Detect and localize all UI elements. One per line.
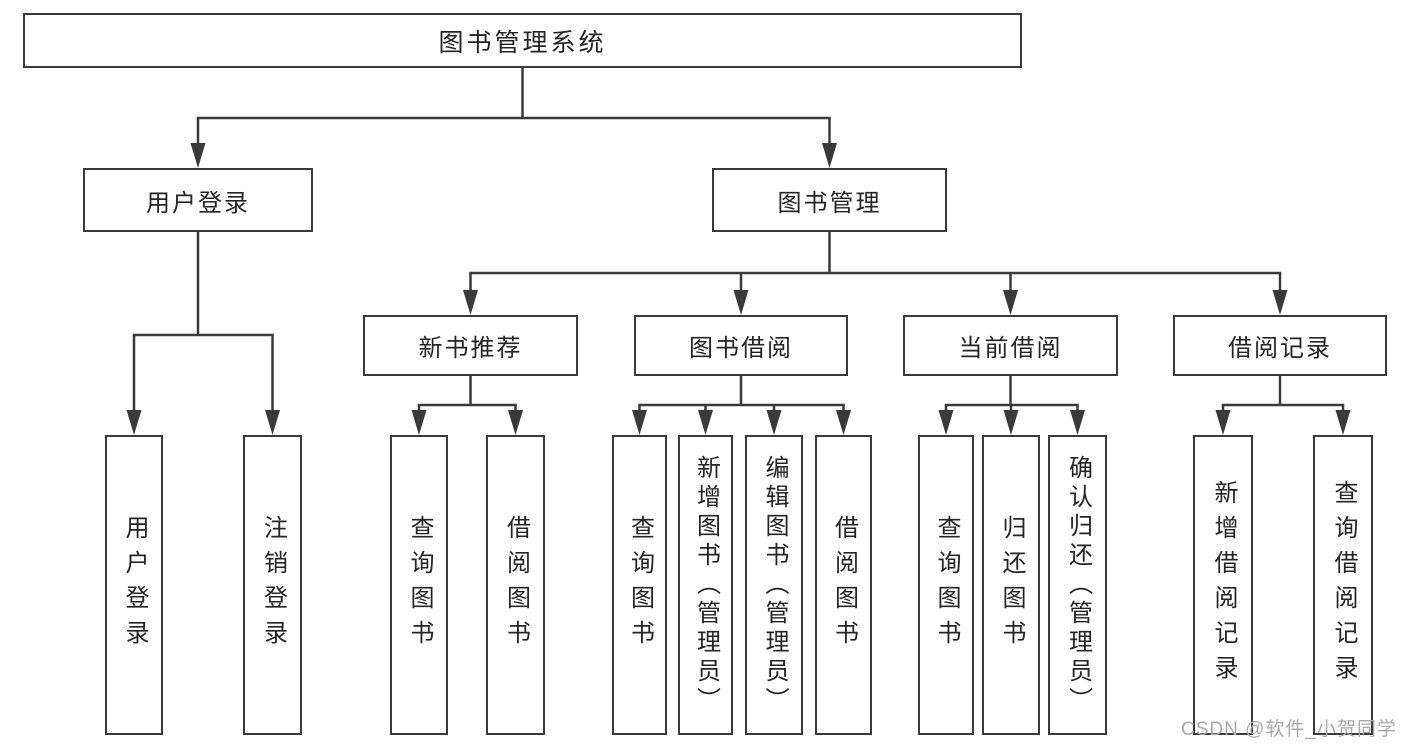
- node-leaf-user-login: 用户登录: [105, 435, 163, 735]
- arrowhead-icon: [1215, 410, 1231, 435]
- arrowhead-icon: [126, 410, 142, 435]
- node-current-borrowing: 当前借阅: [903, 315, 1118, 376]
- node-book-management: 图书管理: [712, 168, 947, 232]
- node-label-book-management: 图书管理: [777, 189, 882, 217]
- arrowhead-icon: [463, 290, 478, 315]
- node-borrowing-records: 借阅记录: [1173, 315, 1387, 376]
- node-leaf-cb-return: 归还图书: [982, 435, 1040, 735]
- node-leaf-bb-query: 查询图书: [612, 435, 667, 735]
- node-label-leaf-bb-query: 查询图书: [626, 515, 654, 655]
- node-user-login: 用户登录: [83, 168, 313, 232]
- node-label-leaf-bb-add: 新增图书（管理员）: [692, 454, 720, 716]
- node-leaf-bb-add: 新增图书（管理员）: [678, 435, 733, 735]
- node-leaf-br-query: 查询借阅记录: [1313, 435, 1373, 735]
- node-book-borrowing: 图书借阅: [634, 315, 848, 376]
- node-leaf-cb-confirm: 确认归还（管理员）: [1048, 435, 1107, 735]
- arrowhead-icon: [822, 143, 837, 168]
- node-label-leaf-cb-confirm: 确认归还（管理员）: [1064, 454, 1092, 716]
- node-label-leaf-nb-query: 查询图书: [406, 515, 433, 655]
- watermark: CSDN @软件_小贺同学: [1181, 719, 1397, 740]
- node-label-current-borrowing: 当前借阅: [958, 335, 1063, 362]
- arrowhead-icon: [836, 410, 851, 435]
- arrowhead-icon: [1003, 290, 1018, 315]
- node-label-root: 图书管理系统: [438, 28, 607, 57]
- node-label-leaf-nb-borrow: 借阅图书: [502, 515, 530, 655]
- node-label-leaf-bb-borrow: 借阅图书: [830, 515, 858, 655]
- node-label-leaf-logout: 注销登录: [259, 515, 287, 655]
- arrowhead-icon: [265, 410, 280, 435]
- arrowhead-icon: [938, 410, 954, 435]
- node-leaf-bb-edit: 编辑图书（管理员）: [745, 435, 803, 735]
- node-leaf-bb-borrow: 借阅图书: [815, 435, 872, 735]
- node-label-leaf-cb-return: 归还图书: [998, 515, 1025, 655]
- node-label-leaf-bb-edit: 编辑图书（管理员）: [761, 454, 788, 716]
- node-leaf-logout: 注销登录: [243, 435, 302, 735]
- arrowhead-icon: [508, 410, 523, 435]
- arrowhead-icon: [1070, 410, 1085, 435]
- node-new-book-recommend: 新书推荐: [363, 315, 578, 376]
- arrowhead-icon: [1272, 290, 1288, 315]
- node-leaf-cb-query: 查询图书: [918, 435, 974, 735]
- arrowhead-icon: [698, 410, 713, 435]
- node-label-new-book-recommend: 新书推荐: [418, 335, 523, 362]
- node-leaf-nb-borrow: 借阅图书: [486, 435, 545, 735]
- node-leaf-nb-query: 查询图书: [390, 435, 448, 735]
- node-label-leaf-br-add: 新增借阅记录: [1210, 480, 1237, 690]
- node-label-borrowing-records: 借阅记录: [1228, 335, 1332, 362]
- arrowhead-icon: [1335, 410, 1351, 435]
- node-leaf-br-add: 新增借阅记录: [1193, 435, 1253, 735]
- arrowhead-icon: [411, 410, 427, 435]
- arrowhead-icon: [766, 410, 782, 435]
- node-root: 图书管理系统: [23, 13, 1022, 68]
- node-label-book-borrowing: 图书借阅: [689, 335, 793, 362]
- node-label-leaf-br-query: 查询借阅记录: [1330, 480, 1357, 690]
- node-label-user-login: 用户登录: [146, 189, 250, 217]
- node-label-leaf-cb-query: 查询图书: [933, 515, 960, 655]
- arrowhead-icon: [733, 290, 749, 315]
- arrowhead-icon: [1003, 410, 1019, 435]
- node-label-leaf-user-login: 用户登录: [121, 515, 148, 655]
- arrowhead-icon: [632, 410, 647, 435]
- arrowhead-icon: [190, 143, 206, 168]
